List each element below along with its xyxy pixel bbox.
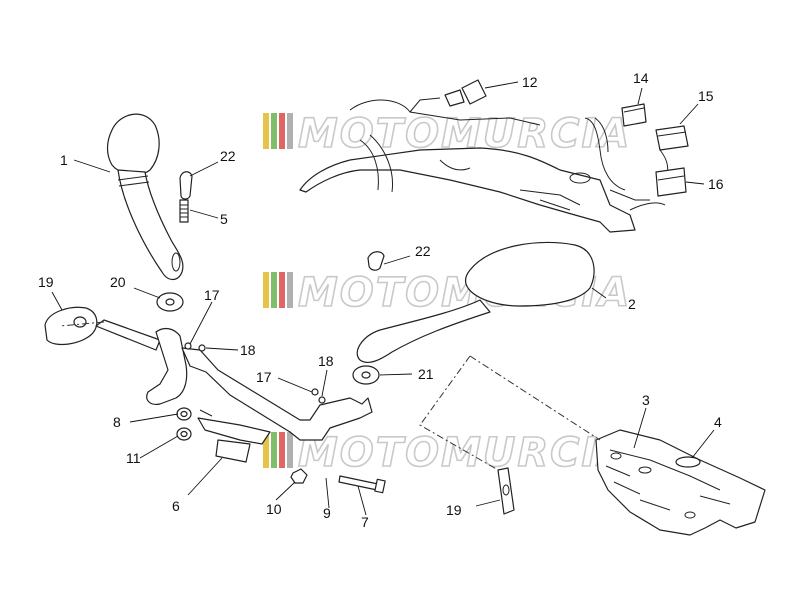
relay-part-16	[655, 167, 687, 197]
bushing-part-8	[176, 407, 192, 421]
right-mirror-part-2	[356, 241, 595, 364]
bar-end-part-19-left	[44, 306, 98, 346]
callout-18-right: 18	[318, 353, 334, 369]
alignment-line-cover	[469, 355, 601, 441]
callout-1: 1	[60, 152, 68, 168]
connector-part-12	[444, 79, 487, 107]
callout-11: 11	[126, 450, 141, 466]
cap-part-22-right	[367, 251, 385, 271]
callout-17-upper: 17	[204, 287, 220, 303]
callout-22-upper: 22	[220, 148, 236, 164]
callout-21: 21	[418, 366, 434, 382]
handlebar-part-6	[95, 319, 373, 463]
callout-8: 8	[113, 414, 121, 430]
callout-18-left: 18	[240, 342, 256, 358]
bushing-part-11	[176, 427, 192, 441]
washer-part-20	[156, 292, 184, 312]
callout-12: 12	[522, 74, 538, 90]
screw-part-5	[179, 199, 189, 223]
nut-part-10	[290, 468, 308, 484]
relay-part-14	[621, 103, 647, 127]
callout-4: 4	[714, 414, 722, 430]
washer-part-21	[352, 365, 380, 385]
bolt-part-17-upper	[184, 342, 192, 350]
callout-17-lower: 17	[256, 369, 272, 385]
callout-9: 9	[323, 505, 331, 521]
cap-part-22-upper	[179, 171, 193, 200]
callout-labels: 1 2 3 4 5 6 7 8 9 10 11 12 14 15 16 17 1…	[38, 70, 724, 530]
cap-part-4	[675, 456, 701, 468]
watermark-bottom: MOTOMURCIA	[263, 429, 631, 477]
alignment-line-bar-end	[59, 321, 105, 327]
callout-6: 6	[172, 498, 180, 514]
callout-15: 15	[698, 88, 714, 104]
callout-19-right: 19	[446, 502, 462, 518]
callout-2: 2	[628, 296, 636, 312]
callout-5: 5	[220, 211, 228, 227]
leader-lines	[51, 81, 715, 516]
callout-7: 7	[361, 514, 369, 530]
bar-end-part-19-right	[497, 467, 515, 515]
callout-10: 10	[266, 501, 282, 517]
watermark-text: MOTOMURCIA	[298, 430, 631, 476]
relay-part-15	[655, 125, 689, 151]
callout-16: 16	[708, 176, 724, 192]
bolt-part-17-lower	[311, 388, 319, 396]
alignment-line-mirror	[419, 355, 499, 471]
bolt-part-18-right	[318, 396, 326, 404]
callout-20: 20	[110, 274, 126, 290]
callout-19-left: 19	[38, 274, 54, 290]
callout-14: 14	[633, 70, 649, 86]
callout-22-right: 22	[415, 243, 431, 259]
callout-3: 3	[642, 392, 650, 408]
left-mirror-part-1	[106, 113, 184, 281]
bolt-part-18-left	[198, 344, 206, 352]
bolt-part-7	[338, 475, 386, 494]
handlebar-cover-part-3	[595, 429, 766, 536]
